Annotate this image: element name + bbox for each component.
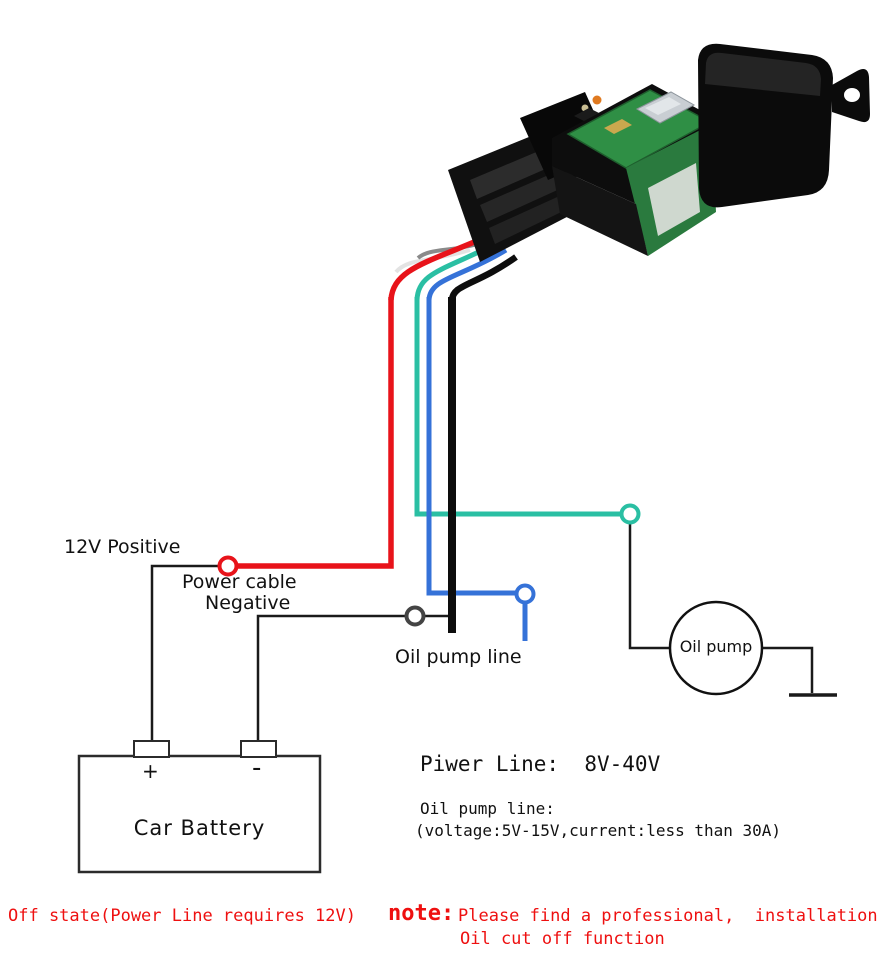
- device-sticker: [648, 163, 700, 236]
- pcb-chip: [574, 108, 599, 121]
- oil-pump-symbol: [668, 600, 764, 696]
- battery-body: [77, 754, 322, 874]
- battery-positive-lead-line: [150, 564, 219, 741]
- ring-oil-green: [619, 503, 641, 525]
- sim-card: [645, 97, 681, 115]
- label-car-battery: Car Battery: [133, 816, 266, 840]
- battery-negative-lead-line: [256, 614, 406, 741]
- label-oil-pump-line: Oil pump line: [395, 646, 522, 668]
- schematic-wires: [150, 297, 837, 741]
- label-negative: Negative: [205, 592, 291, 614]
- battery-terminal-negative: [240, 740, 277, 758]
- pcb-component: [592, 95, 602, 105]
- oil-wire-green: [414, 297, 621, 517]
- ring-oil-blue: [514, 583, 536, 605]
- oil-pump-ground-line: [762, 646, 814, 693]
- car-battery-symbol: [77, 740, 322, 874]
- battery-terminal-positive: [133, 740, 170, 758]
- harness-wire-blue: [426, 247, 508, 301]
- note-line1: Please find a professional, installation: [458, 906, 878, 926]
- relay-cover-highlight: [705, 52, 821, 96]
- note-line2: Oil cut off function: [460, 929, 665, 949]
- connector-rings: [217, 503, 641, 627]
- spec-oil-pump-line-detail: (voltage:5V-15V,current:less than 30A): [415, 821, 782, 840]
- relay-underside: [552, 166, 648, 256]
- ring-negative-black: [404, 605, 426, 627]
- pcb-component: [604, 119, 632, 134]
- mounting-hole: [844, 88, 860, 102]
- oil-pump-feed-line: [628, 523, 670, 650]
- harness-wire-red: [388, 233, 490, 301]
- oil-wire-blue: [426, 297, 516, 596]
- harness-wire-black: [448, 254, 518, 301]
- battery-minus-sign: -: [252, 753, 262, 783]
- label-oil-pump: Oil pump: [679, 637, 753, 656]
- device-photo: [388, 43, 870, 301]
- note-label: note:: [388, 901, 455, 926]
- spec-power-line: Piwer Line: 8V-40V: [420, 752, 661, 776]
- connector-rib: [480, 166, 575, 222]
- battery-plus-sign: +: [142, 759, 159, 783]
- label-power-cable: Power cable: [182, 571, 297, 593]
- wire-stub-white: [394, 248, 471, 274]
- spec-oil-pump-line-title: Oil pump line:: [420, 799, 555, 818]
- power-wire-red: [237, 297, 394, 569]
- note-off-state: Off state(Power Line requires 12V): [8, 906, 356, 926]
- ring-positive-red: [217, 555, 239, 577]
- label-12v-positive: 12V Positive: [64, 536, 181, 558]
